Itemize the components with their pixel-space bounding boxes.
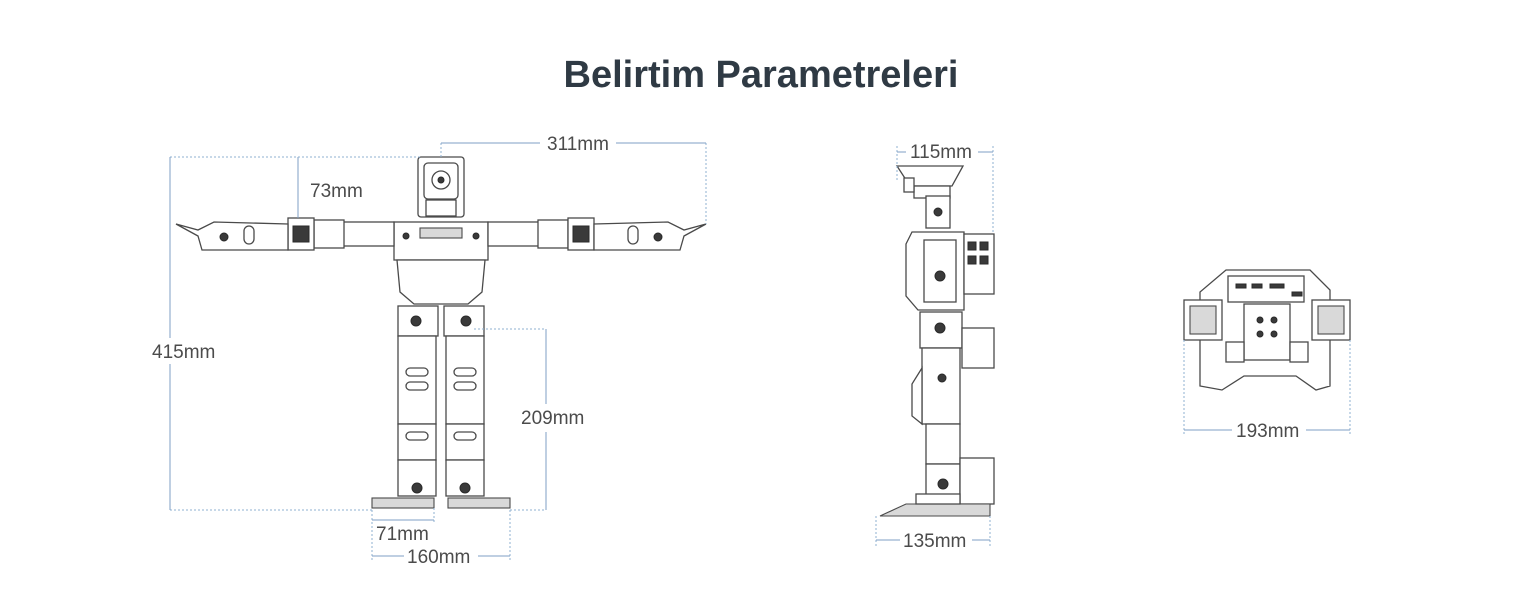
stance-width-label: 160mm xyxy=(407,547,470,568)
page-title: Belirtim Parametreleri xyxy=(563,54,959,96)
arm-span-label: 311mm xyxy=(547,134,609,155)
shoulder-offset-label: 73mm xyxy=(310,181,363,202)
front-view-robot xyxy=(175,156,707,509)
top-view-dimensions xyxy=(1183,340,1351,436)
top-width-label: 193mm xyxy=(1236,421,1299,442)
side-view-dimensions xyxy=(875,146,994,546)
foot-width-label: 71mm xyxy=(376,524,429,545)
side-view-robot xyxy=(879,165,995,517)
foot-length-label: 135mm xyxy=(903,531,966,552)
head-depth-label: 115mm xyxy=(910,142,972,163)
leg-height-label: 209mm xyxy=(521,408,584,429)
front-view-dimensions xyxy=(169,142,707,560)
top-view-robot xyxy=(1183,269,1351,391)
height-label: 415mm xyxy=(152,342,215,363)
